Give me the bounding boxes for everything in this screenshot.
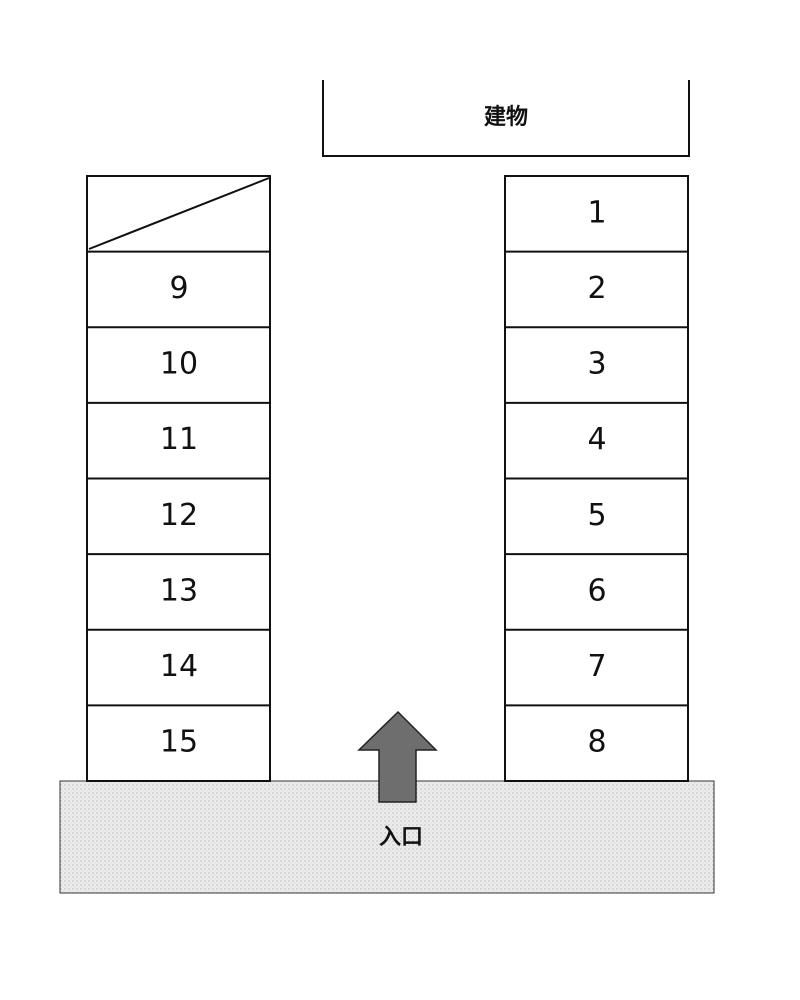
left-space-15-label: 15: [160, 725, 198, 760]
left-space-12-label: 12: [160, 498, 198, 533]
left-space-10-label: 10: [160, 347, 198, 382]
left-space-dividers: [88, 250, 270, 707]
building-label: 建物: [484, 104, 528, 130]
right-space-3-label: 3: [587, 347, 606, 382]
left-space-14-label: 14: [160, 649, 198, 684]
entrance-arrow-icon: [357, 710, 438, 803]
right-space-dividers: [506, 250, 688, 707]
left-space-9-label: 9: [169, 271, 188, 306]
right-space-1-label: 1: [587, 195, 606, 230]
right-space-2-label: 2: [587, 271, 606, 306]
right-space-8-label: 8: [587, 725, 606, 760]
right-space-labels: 1 2 3 4 5 6 7 8: [587, 195, 606, 759]
right-space-5-label: 5: [587, 498, 606, 533]
entrance-label: 入口: [379, 825, 423, 850]
left-space-13-label: 13: [160, 573, 198, 608]
right-space-6-label: 6: [587, 573, 606, 608]
left-space-labels: 9 10 11 12 13 14 15: [160, 271, 198, 760]
right-space-4-label: 4: [587, 422, 606, 457]
unused-space-diagonal: [88, 177, 270, 250]
left-space-11-label: 11: [160, 422, 198, 457]
building-outline: [322, 80, 690, 157]
right-space-7-label: 7: [587, 649, 606, 684]
